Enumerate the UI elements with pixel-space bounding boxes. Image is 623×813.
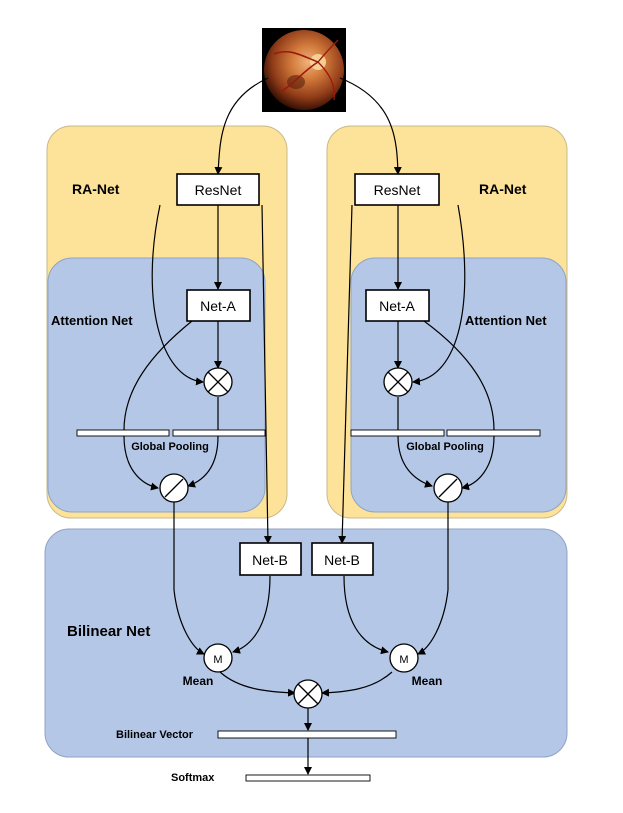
- connector-lines: [123, 77, 495, 775]
- right-ra-net-label: RA-Net: [479, 181, 527, 197]
- left-pooling-bar-b: [172, 429, 266, 437]
- left-net-a-box: [186, 289, 251, 322]
- left-net-b-label: Net-B: [252, 552, 288, 568]
- bilinear-vector-label: Bilinear Vector: [116, 729, 194, 741]
- right-divide-node: [433, 473, 463, 503]
- right-net-b-label: Net-B: [324, 552, 360, 568]
- right-net-a-label: Net-A: [379, 298, 415, 314]
- bilinear-multiply-node: [293, 679, 323, 709]
- left-mean-symbol: M: [213, 654, 222, 666]
- fundus-image: [262, 28, 346, 112]
- softmax-label: Softmax: [171, 772, 215, 784]
- left-multiply-node: [203, 367, 233, 397]
- right-resnet-label: ResNet: [374, 182, 421, 198]
- left-mean-label: Mean: [183, 674, 214, 688]
- right-mean-symbol: M: [399, 654, 408, 666]
- right-net-b-box: [311, 542, 374, 576]
- right-mean-label: Mean: [412, 674, 443, 688]
- left-net-a-label: Net-A: [200, 298, 236, 314]
- right-net-a-box: [365, 289, 430, 322]
- left-ra-net-label: RA-Net: [72, 181, 120, 197]
- left-divide-node: [159, 473, 189, 503]
- right-resnet-box: [354, 173, 440, 206]
- left-resnet-box: [176, 173, 260, 206]
- right-pooling-bar-a: [350, 429, 445, 437]
- right-attention-net-label: Attention Net: [465, 313, 547, 328]
- left-mean-node: M: [203, 643, 233, 673]
- left-attention-net-label: Attention Net: [51, 313, 133, 328]
- right-pooling-bar-b: [446, 429, 541, 437]
- right-global-pooling-label: Global Pooling: [406, 441, 484, 453]
- left-pooling-bar-a: [76, 429, 170, 437]
- right-multiply-node: [383, 367, 413, 397]
- bilinear-net-label: Bilinear Net: [67, 623, 150, 640]
- softmax-bar: [245, 774, 371, 782]
- left-net-b-box: [239, 542, 302, 576]
- left-resnet-label: ResNet: [195, 182, 242, 198]
- bilinear-vector-bar: [217, 730, 397, 739]
- right-mean-node: M: [389, 643, 419, 673]
- left-global-pooling-label: Global Pooling: [131, 441, 209, 453]
- bilinear-net-panel: [44, 528, 568, 758]
